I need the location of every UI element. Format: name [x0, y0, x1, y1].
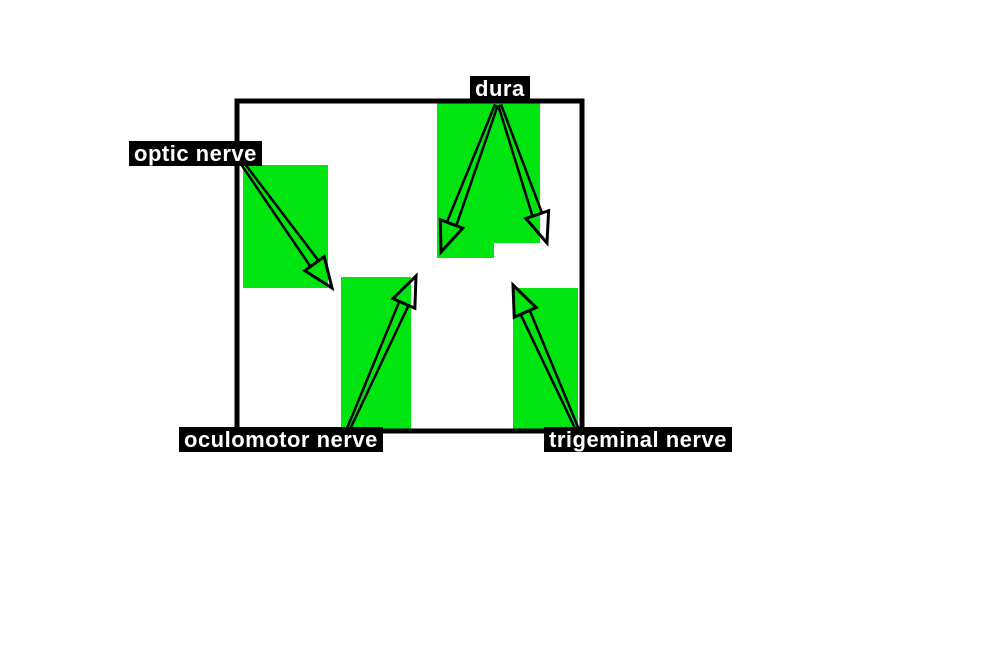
trigeminal-region [513, 288, 578, 429]
oculomotor-region [341, 277, 411, 429]
label-trigeminal-nerve[interactable]: trigeminal nerve [544, 427, 732, 452]
oculomotor-arrow-head [390, 272, 418, 311]
diagram-box [234, 98, 585, 434]
dura-arrow-left-head [438, 217, 466, 256]
dura-region-right [494, 103, 540, 243]
label-optic-nerve[interactable]: optic nerve [129, 141, 262, 166]
label-dura[interactable]: dura [470, 76, 530, 101]
trigeminal-arrow-head [511, 281, 539, 320]
dura-arrow-right-head [523, 208, 551, 247]
optic-nerve-region [243, 165, 328, 288]
label-oculomotor-nerve[interactable]: oculomotor nerve [179, 427, 383, 452]
optic-nerve-arrow-head [302, 254, 335, 292]
